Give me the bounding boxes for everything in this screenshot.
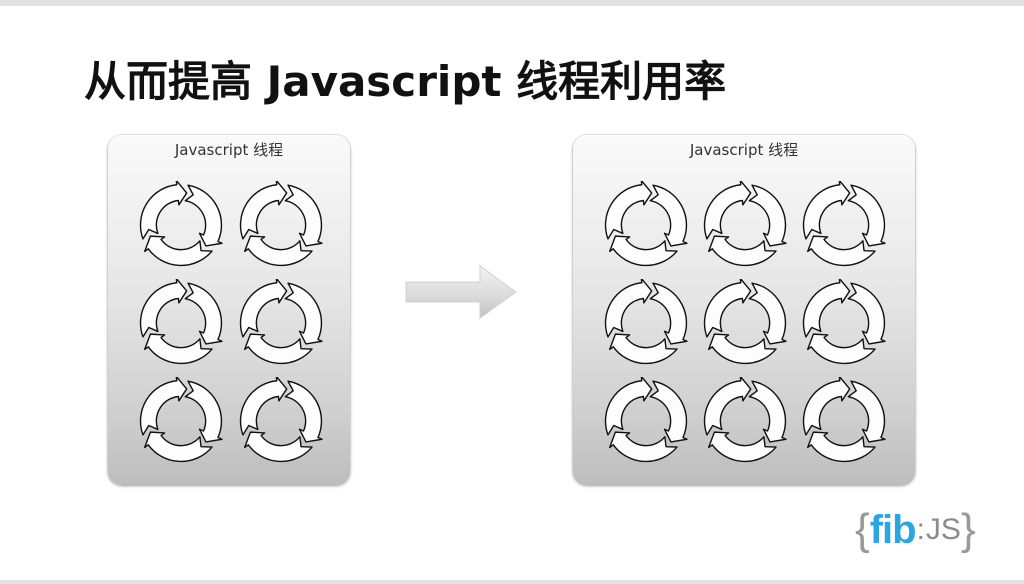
cycle-arrow-segment	[239, 181, 288, 240]
panel-after-label: Javascript 线程	[689, 141, 799, 159]
cycle-arrow-segment	[184, 282, 223, 345]
cycle-arrows-icon	[802, 279, 886, 365]
cycle-arrows-icon	[703, 181, 787, 267]
cycle-arrow-segment	[608, 235, 678, 267]
logo-close-brace: }	[960, 505, 976, 554]
cycle-arrow-segment	[707, 235, 777, 267]
cycle-arrow-segment	[649, 380, 688, 443]
slide-title: 从而提高 Javascript 线程利用率	[84, 57, 727, 106]
logo-colon: :	[916, 513, 925, 546]
cycle-arrow-segment	[604, 181, 653, 240]
cycle-arrow-segment	[806, 333, 876, 365]
cycle-arrows-icon	[139, 181, 223, 267]
cycle-arrows-icon	[239, 377, 323, 463]
cycle-arrow-segment	[649, 184, 688, 247]
cycle-arrows-icon	[802, 181, 886, 267]
cycle-arrow-segment	[802, 279, 851, 338]
cycle-arrows-icon	[139, 377, 223, 463]
cycle-arrow-segment	[703, 279, 752, 338]
cycle-arrow-segment	[243, 333, 313, 365]
cycle-arrows-icon	[604, 377, 688, 463]
cycle-arrow-segment	[806, 235, 876, 267]
cycle-arrow-segment	[748, 184, 787, 247]
right-arrow-icon	[405, 265, 517, 319]
cycle-arrows-icon	[802, 377, 886, 463]
cycle-arrows-icon	[239, 279, 323, 365]
cycle-arrow-segment	[847, 282, 886, 345]
cycle-arrow-segment	[608, 431, 678, 463]
cycle-arrow-segment	[139, 181, 188, 240]
cycle-arrows-icon	[703, 377, 787, 463]
cycle-arrow-segment	[604, 377, 653, 436]
cycle-arrow-segment	[707, 333, 777, 365]
panel-after: Javascript 线程	[573, 135, 915, 485]
cycle-arrow-segment	[143, 333, 213, 365]
cycle-arrow-segment	[284, 282, 323, 345]
cycle-arrow-segment	[239, 377, 288, 436]
cycle-arrow-segment	[707, 431, 777, 463]
cycle-arrow-segment	[806, 431, 876, 463]
cycle-arrow-segment	[143, 431, 213, 463]
cycle-arrow-segment	[284, 380, 323, 443]
cycle-arrow-segment	[608, 333, 678, 365]
panel-before: Javascript 线程	[108, 135, 350, 485]
cycle-arrow-segment	[703, 181, 752, 240]
panel-before-label: Javascript 线程	[174, 141, 284, 159]
logo-js-text: JS	[925, 513, 961, 546]
cycle-arrow-segment	[649, 282, 688, 345]
panel-before-cycle-grid	[137, 181, 325, 465]
cycle-arrows-icon	[703, 279, 787, 365]
cycle-arrows-icon	[604, 181, 688, 267]
cycle-arrow-segment	[748, 380, 787, 443]
top-bar	[0, 0, 1024, 6]
cycle-arrow-segment	[143, 235, 213, 267]
cycle-arrow-segment	[243, 235, 313, 267]
cycle-arrow-segment	[847, 184, 886, 247]
cycle-arrow-segment	[802, 377, 851, 436]
logo-fib-text: fib	[869, 508, 917, 552]
cycle-arrows-icon	[139, 279, 223, 365]
cycle-arrow-segment	[703, 377, 752, 436]
cycle-arrow-segment	[284, 184, 323, 247]
cycle-arrow-segment	[184, 184, 223, 247]
cycle-arrow-segment	[139, 377, 188, 436]
cycle-arrow-segment	[139, 279, 188, 338]
cycle-arrow-segment	[748, 282, 787, 345]
cycle-arrow-segment	[604, 279, 653, 338]
cycle-arrow-segment	[239, 279, 288, 338]
panel-after-cycle-grid	[602, 181, 888, 465]
bottom-bar	[0, 580, 1024, 584]
cycle-arrow-segment	[184, 380, 223, 443]
cycle-arrows-icon	[239, 181, 323, 267]
cycle-arrows-icon	[604, 279, 688, 365]
fibjs-logo: {fib:JS}	[855, 505, 976, 555]
cycle-arrow-segment	[847, 380, 886, 443]
logo-open-brace: {	[855, 505, 870, 554]
cycle-arrow-segment	[243, 431, 313, 463]
cycle-arrow-segment	[802, 181, 851, 240]
